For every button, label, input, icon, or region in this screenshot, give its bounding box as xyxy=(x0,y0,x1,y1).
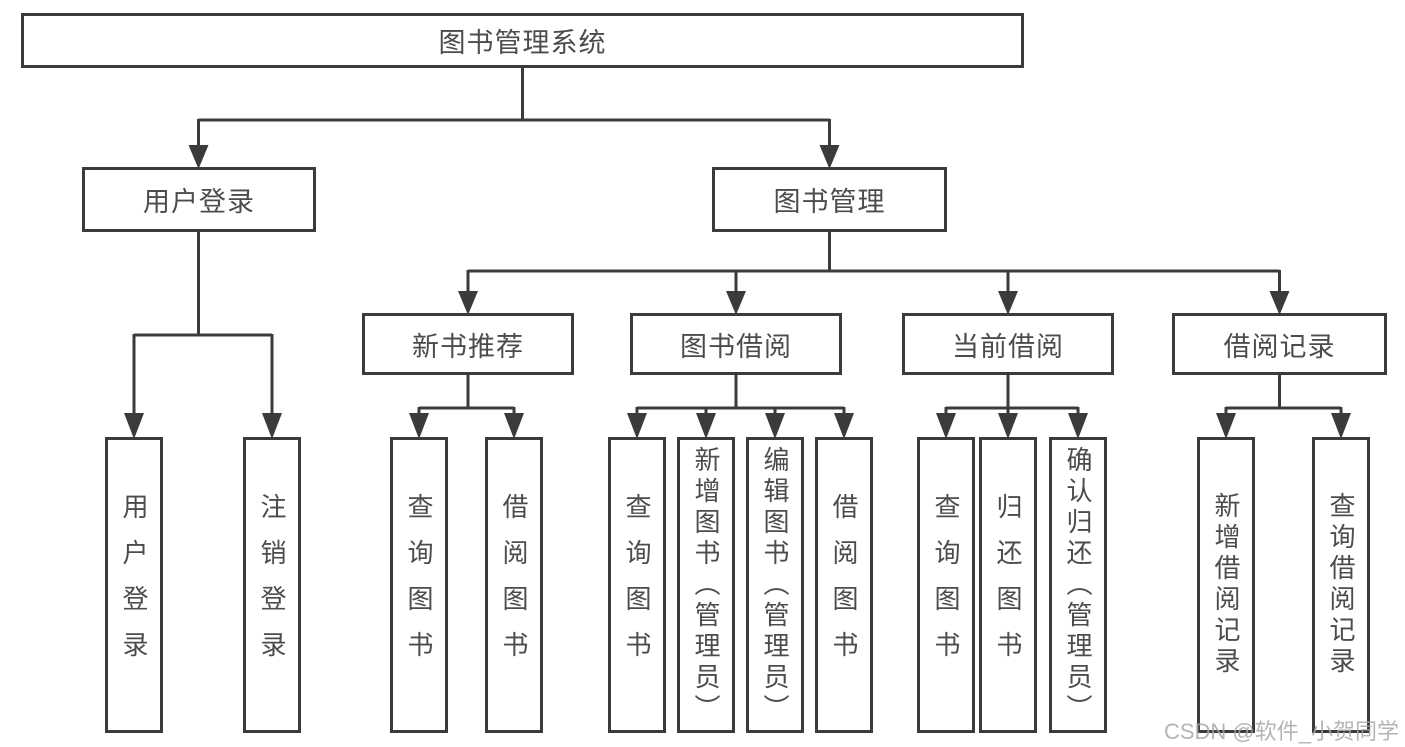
leaf-confirm-return-admin: 确认归还（管理员） xyxy=(1049,437,1107,733)
node-label: 查询图书 xyxy=(404,493,434,677)
node-label: 图书管理系统 xyxy=(438,28,607,58)
connector-root-to-level2 xyxy=(188,68,840,169)
csdn-watermark: CSDN @软件_小贺同学 xyxy=(1163,719,1399,744)
connector-new-book-to-leaves xyxy=(409,375,524,439)
node-label: 用户登录 xyxy=(143,187,255,217)
node-label: 注销登录 xyxy=(257,493,287,677)
node-label: 图书借阅 xyxy=(680,331,792,362)
node-label: 新书推荐 xyxy=(412,331,524,362)
node-label: 查询图书 xyxy=(622,493,652,677)
leaf-query-books-recommend: 查询图书 xyxy=(390,437,448,733)
node-label: 编辑图书（管理员） xyxy=(760,445,790,725)
connector-borrow-record-to-leaves xyxy=(1216,375,1351,439)
connector-book-management-to-level3 xyxy=(458,232,1290,315)
leaf-edit-book-admin: 编辑图书（管理员） xyxy=(746,437,804,733)
connector-user-login-to-leaves xyxy=(124,232,282,439)
leaf-add-borrow-record: 新增借阅记录 xyxy=(1197,437,1255,733)
node-label: 新增图书（管理员） xyxy=(691,445,721,725)
node-book-borrowing: 图书借阅 xyxy=(630,313,842,375)
leaf-borrow-books: 借阅图书 xyxy=(815,437,873,733)
node-label: 用户登录 xyxy=(119,493,149,677)
node-label: 确认归还（管理员） xyxy=(1063,445,1093,725)
leaf-query-borrow-record: 查询借阅记录 xyxy=(1312,437,1370,733)
node-label: 查询借阅记录 xyxy=(1326,492,1356,678)
node-label: 查询图书 xyxy=(931,493,961,677)
node-label: 借阅图书 xyxy=(829,493,859,677)
leaf-borrow-books-recommend: 借阅图书 xyxy=(485,437,543,733)
leaf-query-books-borrow: 查询图书 xyxy=(608,437,666,733)
node-user-login: 用户登录 xyxy=(82,167,316,232)
connector-book-borrow-to-leaves xyxy=(627,375,854,439)
node-borrowing-records: 借阅记录 xyxy=(1172,313,1387,375)
node-label: 新增借阅记录 xyxy=(1211,492,1241,678)
node-label: 图书管理 xyxy=(773,187,886,217)
node-new-book-recommend: 新书推荐 xyxy=(362,313,574,375)
node-library-system: 图书管理系统 xyxy=(21,13,1024,68)
leaf-user-login: 用户登录 xyxy=(105,437,163,733)
node-label: 当前借阅 xyxy=(952,331,1064,362)
leaf-add-book-admin: 新增图书（管理员） xyxy=(677,437,735,733)
leaf-logout: 注销登录 xyxy=(243,437,301,733)
node-label: 借阅图书 xyxy=(499,493,529,677)
node-book-management: 图书管理 xyxy=(712,167,947,232)
leaf-return-book: 归还图书 xyxy=(979,437,1037,733)
leaf-query-books-current: 查询图书 xyxy=(917,437,975,733)
node-label: 借阅记录 xyxy=(1223,331,1336,362)
connector-current-borrow-to-leaves xyxy=(936,375,1088,439)
node-current-borrowing: 当前借阅 xyxy=(902,313,1114,375)
node-label: 归还图书 xyxy=(993,493,1023,677)
